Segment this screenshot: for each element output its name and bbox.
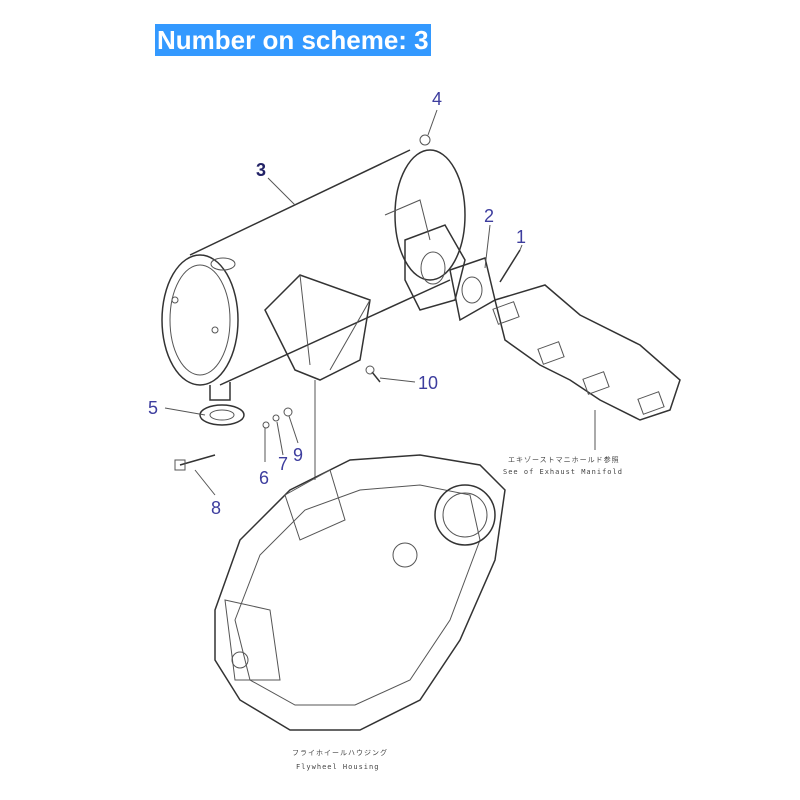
manifold-note-jp: エキゾーストマニホールド参照 xyxy=(508,455,620,464)
callout-8: 8 xyxy=(211,498,221,518)
callout-3: 3 xyxy=(256,160,266,180)
small-parts xyxy=(174,134,521,480)
flywheel-housing xyxy=(214,454,506,731)
callout-4: 4 xyxy=(432,89,442,109)
callout-8-9: 9 xyxy=(293,445,303,465)
callout-7: 7 xyxy=(278,454,288,474)
scheme-number-title: Number on scheme: 3 xyxy=(155,24,431,56)
leader-lines xyxy=(164,109,523,496)
callout-6: 6 xyxy=(259,468,269,488)
housing-note-jp: フライホイールハウジング xyxy=(292,748,388,757)
callout-5: 5 xyxy=(148,398,158,418)
callout-2: 2 xyxy=(484,206,494,226)
callout-1: 1 xyxy=(516,227,526,247)
gasket-part-2 xyxy=(449,257,496,322)
housing-note-en: Flywheel Housing xyxy=(296,763,379,771)
muffler-part-3 xyxy=(161,149,466,401)
manifold-note-en: See of Exhaust Manifold xyxy=(503,468,623,476)
exhaust-manifold xyxy=(492,284,681,450)
callout-10: 10 xyxy=(418,373,438,393)
